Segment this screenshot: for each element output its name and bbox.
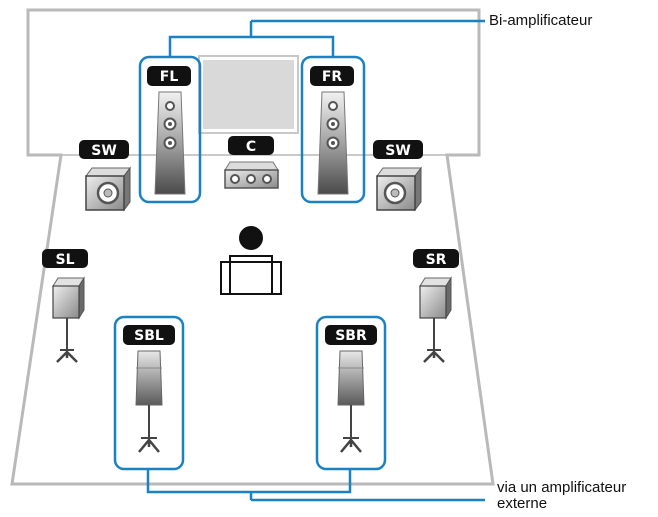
fr-tag [310,66,354,86]
external-amp-callout-line2: externe [497,495,548,512]
fr-highlight-frame [300,55,366,204]
front-left-speaker: FL [138,55,202,204]
subwoofer-right: SW [373,140,423,212]
sw-left-tag [79,140,129,159]
fr-label: FR [322,69,343,85]
sbl-highlight-frame [113,315,185,471]
surround-right-speaker: SR [413,249,459,363]
sw-right-tag [373,140,423,159]
sbl-tag [123,325,175,345]
sw-left-label: SW [91,143,117,159]
surround-back-right-speaker: SBR [315,315,387,471]
bi-amp-connector [168,19,485,57]
sbl-label: SBL [134,328,164,344]
sbr-tag [325,325,377,345]
listener-seat [220,226,282,295]
fl-highlight-frame [138,55,202,204]
external-amp-callout-line1: via un amplificateur [497,479,627,496]
sbr-label: SBR [335,328,367,344]
external-amp-connector [146,469,485,502]
sr-tag [413,249,459,268]
c-tag [228,136,274,155]
surround-back-left-speaker: SBL [113,315,185,471]
sl-label: SL [55,252,74,268]
sw-right-label: SW [385,143,411,159]
front-right-speaker: FR [300,55,366,204]
subwoofer-left: SW [79,140,131,212]
c-label: C [246,139,256,155]
center-speaker: C [224,136,279,189]
fl-tag [147,66,191,86]
sl-tag [42,249,88,268]
sbr-highlight-frame [315,315,387,471]
bi-amp-callout: Bi-amplificateur [489,12,593,29]
surround-left-speaker: SL [42,249,88,363]
tv-screen [198,55,299,134]
sr-label: SR [426,252,447,268]
fl-label: FL [160,69,179,85]
